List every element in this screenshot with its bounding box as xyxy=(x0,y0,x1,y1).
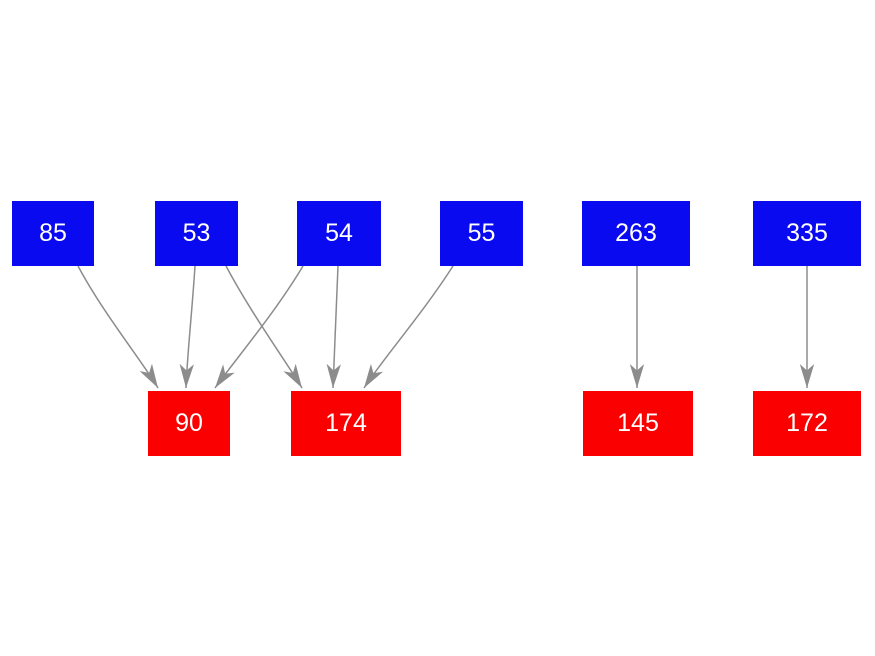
node-90: 90 xyxy=(148,391,230,456)
node-55: 55 xyxy=(440,201,523,266)
node-174: 174 xyxy=(291,391,401,456)
edge-54-174 xyxy=(326,265,341,389)
node-53: 53 xyxy=(155,201,238,266)
node-85: 85 xyxy=(12,201,94,266)
edge-53-90 xyxy=(179,265,196,389)
edge-55-174 xyxy=(363,265,454,389)
edge-53-174 xyxy=(225,265,303,389)
node-263: 263 xyxy=(582,201,690,266)
node-54: 54 xyxy=(297,201,381,266)
node-172: 172 xyxy=(753,391,861,456)
node-335: 335 xyxy=(753,201,861,266)
edge-54-90 xyxy=(214,265,304,389)
edge-85-90 xyxy=(77,265,159,389)
node-145: 145 xyxy=(583,391,693,456)
